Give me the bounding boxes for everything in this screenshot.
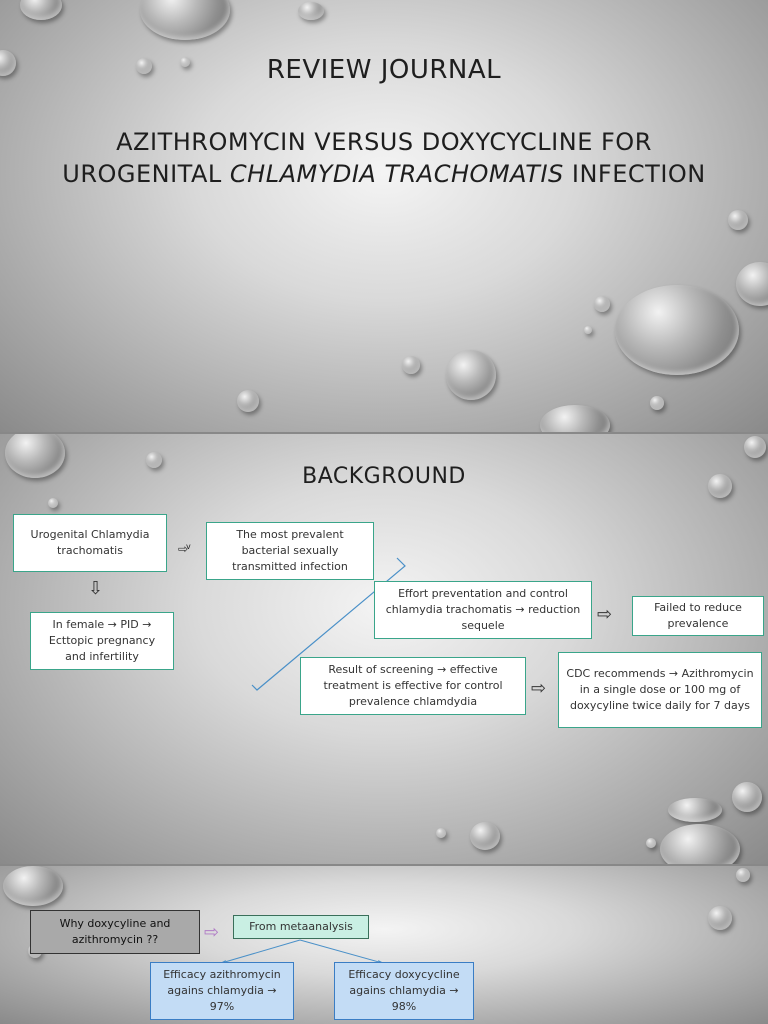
water-drop	[615, 285, 739, 375]
water-drop	[650, 396, 664, 410]
water-drop	[708, 474, 732, 498]
water-drop	[5, 434, 65, 478]
title-slide: REVIEW JOURNAL AZITHROMYCIN VERSUS DOXYC…	[0, 0, 768, 432]
water-drop	[732, 782, 762, 812]
arrow-right-icon: ⇨	[204, 922, 220, 943]
water-drop	[20, 0, 62, 20]
background-slide: BACKGROUND Urogenital Chlamydia trachoma…	[0, 434, 768, 864]
water-drop	[584, 326, 592, 334]
subtitle-pre: UROGENITAL	[62, 160, 230, 188]
box-prevalent: The most prevalent bacterial sexually tr…	[206, 522, 374, 580]
box-azithromycin-efficacy: Efficacy azithromycin agains chlamydia →…	[150, 962, 294, 1020]
water-drop	[470, 822, 500, 850]
water-drop	[594, 296, 610, 312]
water-drop	[728, 210, 748, 230]
subtitle-post: INFECTION	[563, 160, 706, 188]
water-drop	[446, 350, 496, 400]
box-doxycycline-efficacy: Efficacy doxycycline agains chlamydia → …	[334, 962, 474, 1020]
water-drop	[436, 828, 446, 838]
blue-connector-line	[251, 557, 406, 691]
slide-subtitle: AZITHROMYCIN VERSUS DOXYCYCLINE FOR UROG…	[0, 126, 768, 190]
arrow-right-icon: ⇨	[531, 678, 547, 699]
box-urogenital: Urogenital Chlamydia trachomatis	[13, 514, 167, 572]
water-drop	[736, 868, 750, 882]
slide-heading: BACKGROUND	[302, 464, 466, 489]
water-drop	[298, 2, 324, 20]
arrow-mark: v	[186, 542, 191, 551]
box-effort: Effort preventation and control chlamydi…	[374, 581, 592, 639]
slide-heading: REVIEW JOURNAL	[266, 55, 502, 85]
arrow-right-icon: ⇨	[597, 604, 613, 625]
water-drop	[708, 906, 732, 930]
box-failed: Failed to reduce prevalence	[632, 596, 764, 636]
water-drop	[140, 0, 230, 40]
box-female: In female → PID → Ecttopic pregnancy and…	[30, 612, 174, 670]
water-drop	[3, 866, 63, 906]
water-drop	[136, 58, 152, 74]
water-drop	[736, 262, 768, 306]
box-screening: Result of screening → effective treatmen…	[300, 657, 526, 715]
box-cdc: CDC recommends → Azithromycin in a singl…	[558, 652, 762, 728]
water-drop	[668, 798, 722, 822]
water-drop	[646, 838, 656, 848]
box-metaanalysis: From metaanalysis	[233, 915, 369, 939]
arrow-down-icon: ⇩	[88, 578, 104, 599]
subtitle-line-2: UROGENITAL CHLAMYDIA TRACHOMATIS INFECTI…	[0, 158, 768, 190]
water-drop	[660, 824, 740, 864]
comparison-slide: Why doxycyline and azithromycin ?? ⇨ Fro…	[0, 866, 768, 1024]
water-drop	[237, 390, 259, 412]
water-drop	[402, 356, 420, 374]
water-drop	[0, 50, 16, 76]
subtitle-italic: CHLAMYDIA TRACHOMATIS	[229, 160, 564, 188]
water-drop	[540, 405, 610, 432]
box-why: Why doxycyline and azithromycin ??	[30, 910, 200, 954]
water-drop	[744, 436, 766, 458]
arrow-right-icon: ⇨	[178, 542, 189, 556]
water-drop	[180, 57, 190, 67]
water-drop	[146, 452, 162, 468]
water-drop	[48, 498, 58, 508]
subtitle-line-1: AZITHROMYCIN VERSUS DOXYCYCLINE FOR	[116, 128, 652, 156]
